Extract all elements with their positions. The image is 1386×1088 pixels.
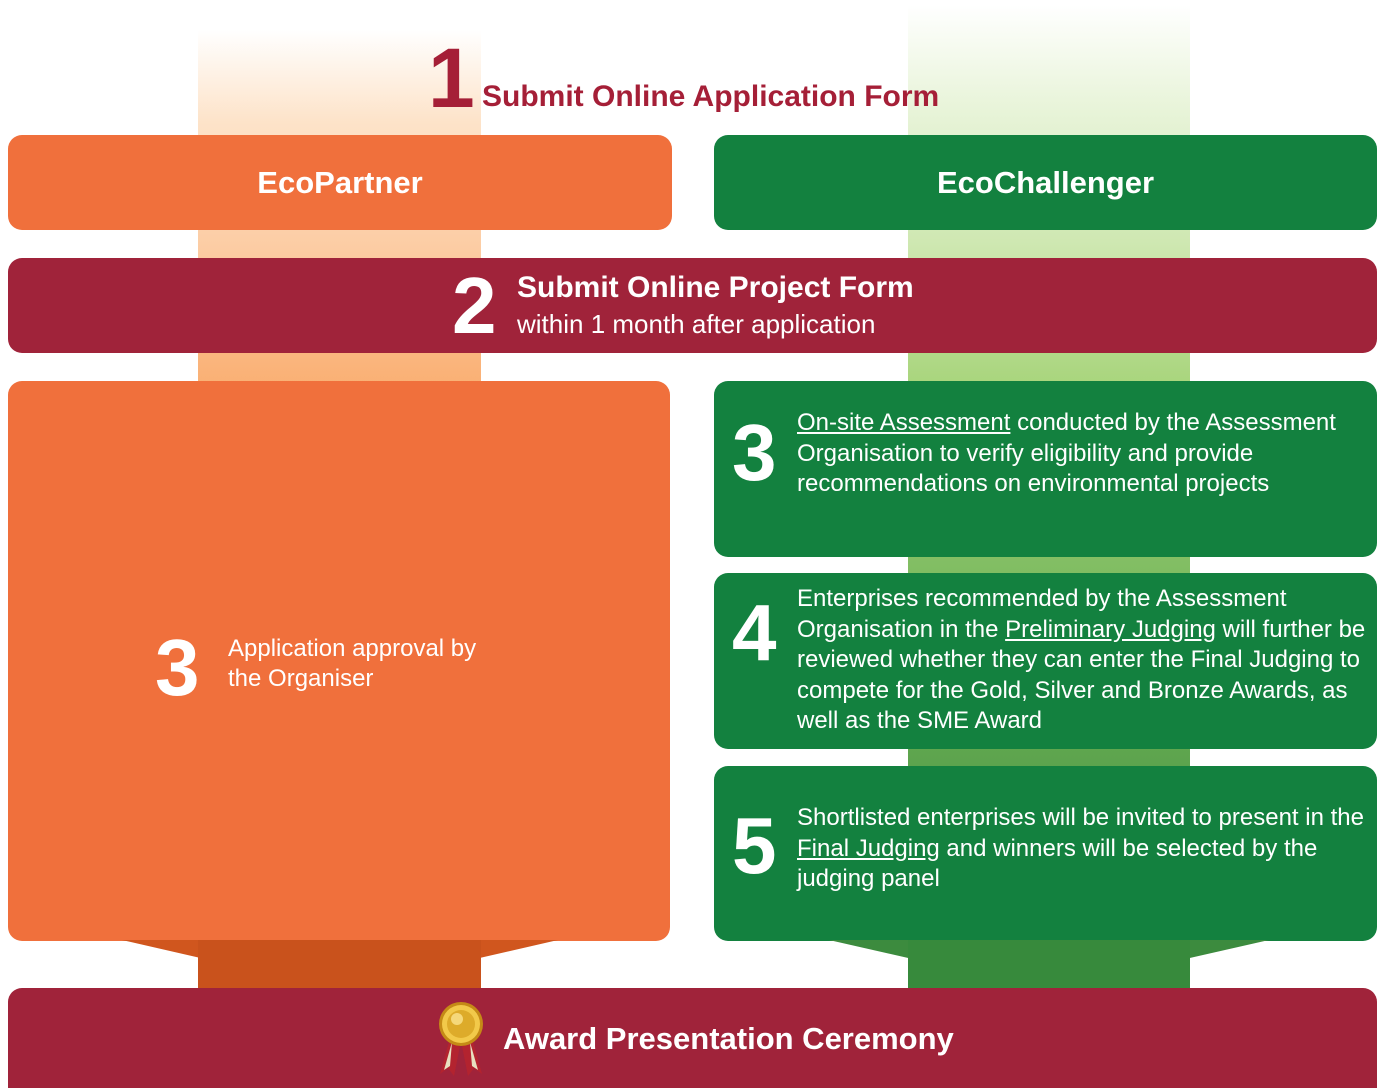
step2-number: 2 bbox=[452, 261, 497, 350]
ecochallenger-step4-text-after: will further be reviewed whether they ca… bbox=[797, 615, 1366, 735]
award-ceremony-bar bbox=[8, 988, 1377, 1088]
ecopartner-step3-box bbox=[8, 381, 670, 941]
ecopartner-arrow-stem bbox=[198, 940, 481, 990]
step2-title: Submit Online Project Form bbox=[517, 271, 914, 304]
ecopartner-header: EcoPartner bbox=[8, 135, 672, 230]
ecochallenger-header-label: EcoChallenger bbox=[936, 165, 1155, 200]
ecopartner-step3-number: 3 bbox=[155, 623, 200, 712]
ecochallenger-step5-text: Shortlisted enterprises will be invited … bbox=[797, 803, 1367, 895]
ecopartner-step3-line2: the Organiser bbox=[228, 665, 374, 692]
step1-label: Submit Online Application Form bbox=[482, 80, 940, 113]
award-ceremony-label: Award Presentation Ceremony bbox=[503, 1021, 954, 1056]
preliminary-judging-link[interactable]: Preliminary Judging bbox=[1005, 615, 1216, 643]
ecochallenger-step5-text-after: and winners will be selected by the judg… bbox=[797, 834, 1318, 893]
ecochallenger-step3-box: 3 On-site Assessment conducted by the As… bbox=[714, 381, 1377, 557]
ecochallenger-step5-box: 5 Shortlisted enterprises will be invite… bbox=[714, 766, 1377, 941]
step2-subtitle: within 1 month after application bbox=[517, 309, 876, 339]
ecochallenger-header: EcoChallenger bbox=[714, 135, 1377, 230]
ecochallenger-arrow-stem bbox=[908, 940, 1190, 990]
ecochallenger-step3-text-after: conducted by the Assessment Organisation… bbox=[797, 409, 1336, 497]
ecochallenger-step3-text: On-site Assessment conducted by the Asse… bbox=[797, 408, 1367, 500]
ecochallenger-step5-text-before: Shortlisted enterprises will be invited … bbox=[797, 804, 1364, 831]
ecopartner-step3-text: Application approval by the Organiser bbox=[228, 634, 588, 694]
ecochallenger-step4-text-before: Enterprises recommended by the Assessmen… bbox=[797, 585, 1287, 643]
ecochallenger-step5-number: 5 bbox=[732, 801, 777, 890]
ecochallenger-step4-box: 4 Enterprises recommended by the Assessm… bbox=[714, 573, 1377, 749]
step2-bar bbox=[8, 258, 1377, 353]
ecochallenger-step3-number: 3 bbox=[732, 408, 777, 497]
ecopartner-header-label: EcoPartner bbox=[257, 165, 423, 200]
onsite-assessment-link[interactable]: On-site Assessment bbox=[797, 409, 1011, 436]
medal-icon bbox=[428, 998, 494, 1078]
ecopartner-step3-line1: Application approval by bbox=[228, 635, 477, 662]
ecochallenger-step4-text: Enterprises recommended by the Assessmen… bbox=[797, 584, 1367, 737]
step1-number: 1 bbox=[428, 31, 475, 125]
final-judging-link[interactable]: Final Judging bbox=[797, 834, 940, 862]
ecochallenger-step4-number: 4 bbox=[732, 588, 777, 677]
